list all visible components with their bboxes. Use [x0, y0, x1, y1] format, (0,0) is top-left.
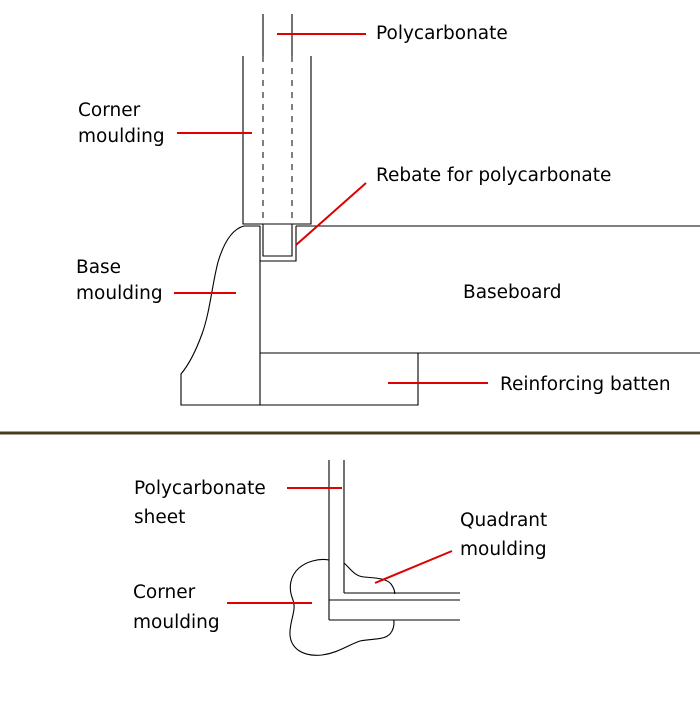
corner-moulding-plan-shape — [329, 592, 460, 621]
label-base-moulding-line1: Base — [76, 257, 121, 278]
label-corner-moulding-line2: moulding — [78, 126, 165, 147]
label-reinforcing-batten: Reinforcing batten — [500, 374, 671, 395]
base-moulding-shape — [180, 225, 260, 406]
rebate-shape — [259, 226, 297, 262]
corner-moulding-blob-shape — [289, 558, 396, 656]
label-polycarbonate-sheet-line2: sheet — [134, 507, 185, 528]
polycarbonate-sheet-plan-shape — [328, 460, 345, 620]
polycarbonate-sheet-shape — [262, 14, 293, 226]
corner-moulding-shape — [242, 56, 312, 225]
label-quadrant-moulding-line1: Quadrant — [460, 510, 547, 531]
label-base-moulding-line2: moulding — [76, 283, 163, 304]
top-leader-lines — [174, 33, 488, 384]
label-polycarbonate: Polycarbonate — [376, 23, 508, 44]
label-corner-moulding-bottom-line2: moulding — [133, 612, 220, 633]
label-quadrant-moulding-line2: moulding — [460, 539, 547, 560]
baseboard-shape — [259, 225, 700, 405]
label-baseboard: Baseboard — [463, 282, 561, 303]
leader-quadrant-moulding — [374, 550, 453, 584]
leader-rebate — [295, 182, 367, 246]
top-section-drawing — [180, 14, 700, 406]
label-polycarbonate-sheet-line1: Polycarbonate — [134, 478, 266, 499]
label-rebate: Rebate for polycarbonate — [376, 165, 611, 186]
bottom-leader-lines — [227, 487, 453, 604]
label-corner-moulding-bottom-line1: Corner — [133, 582, 196, 603]
label-corner-moulding-line1: Corner — [78, 100, 141, 121]
bottom-section-drawing — [289, 460, 460, 656]
reinforcing-batten-shape — [260, 353, 419, 406]
